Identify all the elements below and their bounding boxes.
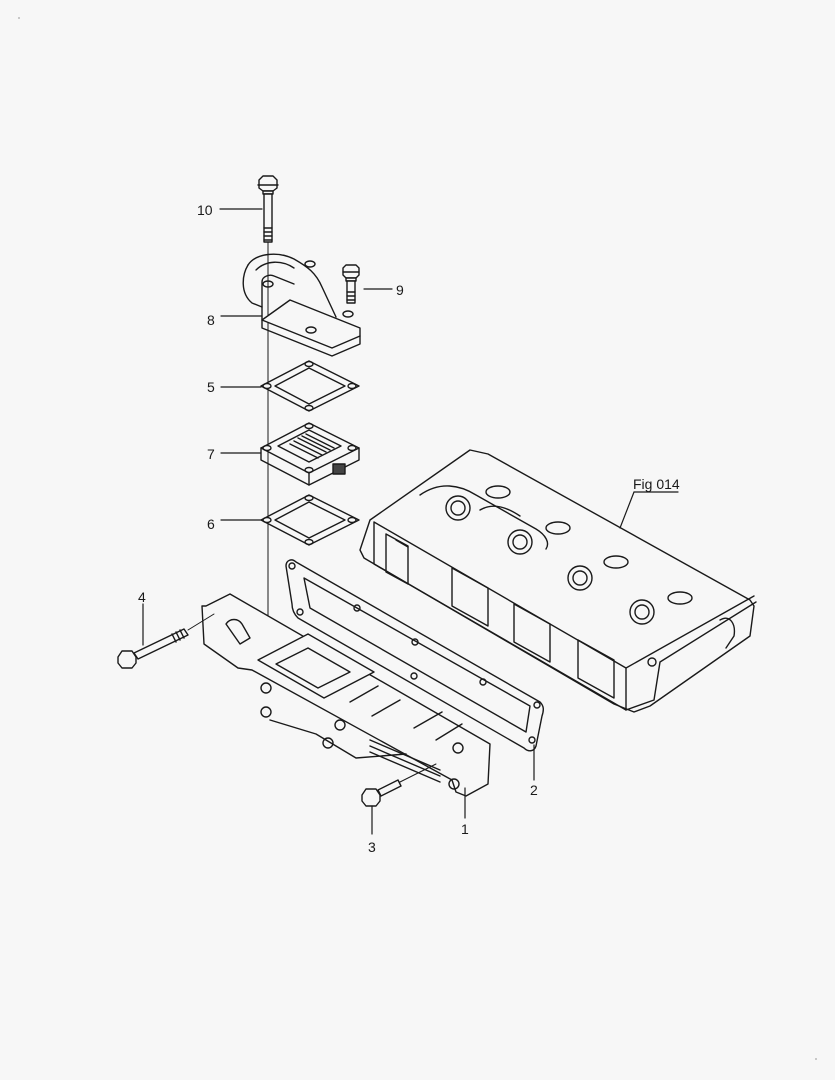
figure-reference-link[interactable]: Fig 014 — [633, 476, 680, 492]
callout-10[interactable]: 10 — [197, 202, 213, 218]
callout-1[interactable]: 1 — [461, 821, 469, 837]
corner-mark-bottom-right — [815, 1058, 817, 1060]
gasket-6-icon — [260, 494, 360, 546]
callout-9[interactable]: 9 — [396, 282, 404, 298]
heater-7-icon — [260, 422, 360, 486]
callout-3[interactable]: 3 — [368, 839, 376, 855]
callout-2[interactable]: 2 — [530, 782, 538, 798]
leader-lines — [142, 208, 679, 835]
manifold-gasket-2-icon — [285, 559, 545, 752]
callout-4[interactable]: 4 — [138, 589, 146, 605]
bolt-3-icon — [361, 763, 437, 807]
bolt-4-icon — [117, 613, 215, 669]
bolt-9-icon — [342, 264, 360, 304]
bolt-10-icon — [257, 175, 279, 243]
elbow-8-icon — [242, 253, 361, 357]
callout-5[interactable]: 5 — [207, 379, 215, 395]
gasket-5-icon — [260, 360, 360, 412]
cylinder-head-icon — [359, 449, 757, 713]
callout-7[interactable]: 7 — [207, 446, 215, 462]
intake-manifold-1-icon — [201, 593, 491, 797]
callout-6[interactable]: 6 — [207, 516, 215, 532]
callout-8[interactable]: 8 — [207, 312, 215, 328]
corner-mark-top-left — [18, 17, 20, 19]
